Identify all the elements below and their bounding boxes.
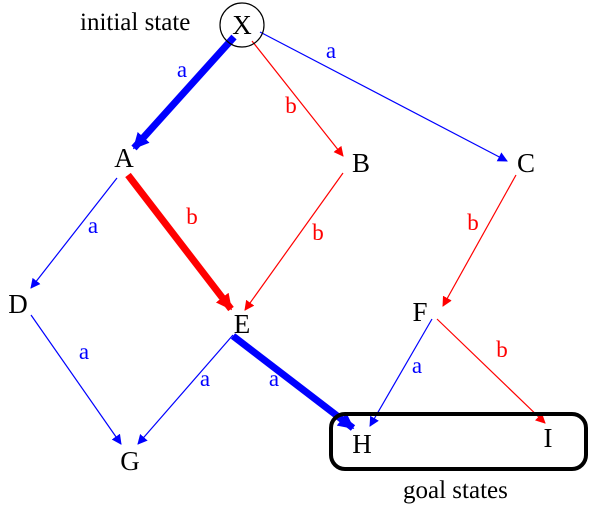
edge-f-h — [369, 318, 433, 427]
node-b: B — [352, 148, 370, 178]
edge-label-x-a: a — [177, 57, 187, 82]
edge-label-d-g: a — [79, 339, 89, 364]
edge-x-b — [251, 40, 344, 157]
edge-d-g — [30, 314, 122, 445]
node-f: F — [412, 297, 427, 327]
edge-c-f — [442, 174, 517, 307]
edge-label-f-h: a — [412, 353, 422, 378]
edge-b-e — [244, 172, 344, 311]
node-i: I — [544, 423, 553, 453]
edge-label-a-d: a — [88, 213, 98, 238]
edge-x-c — [259, 31, 508, 162]
edges-layer — [30, 31, 546, 445]
edge-label-e-g: a — [200, 366, 210, 391]
edge-label-c-f: b — [467, 210, 479, 235]
edge-label-a-e: b — [186, 204, 198, 229]
node-g: G — [120, 446, 140, 476]
goal-states-box — [329, 412, 588, 471]
edge-a-e — [125, 172, 234, 312]
goal-states-label: goal states — [403, 477, 508, 504]
edge-label-f-i: b — [496, 337, 508, 362]
node-h: H — [352, 429, 372, 459]
node-a: A — [114, 143, 134, 173]
edge-label-b-e: b — [312, 220, 324, 245]
nodes-layer: X A B C D E F G H I — [8, 10, 552, 476]
edge-labels-layer: a b a a b b b a a a a b — [79, 38, 508, 391]
node-x: X — [232, 10, 252, 40]
node-e: E — [234, 309, 251, 339]
edge-x-a — [131, 34, 237, 151]
edge-label-x-c: a — [326, 38, 336, 63]
edge-f-i — [436, 318, 546, 424]
initial-state-circle — [219, 2, 265, 48]
edge-label-e-h: a — [269, 366, 279, 391]
node-d: D — [8, 289, 28, 319]
edge-a-d — [30, 177, 118, 289]
node-c: C — [517, 148, 535, 178]
initial-state-label: initial state — [80, 9, 190, 36]
edge-e-g — [137, 334, 234, 445]
edge-e-h — [230, 333, 356, 431]
edge-label-x-b: b — [285, 93, 297, 118]
